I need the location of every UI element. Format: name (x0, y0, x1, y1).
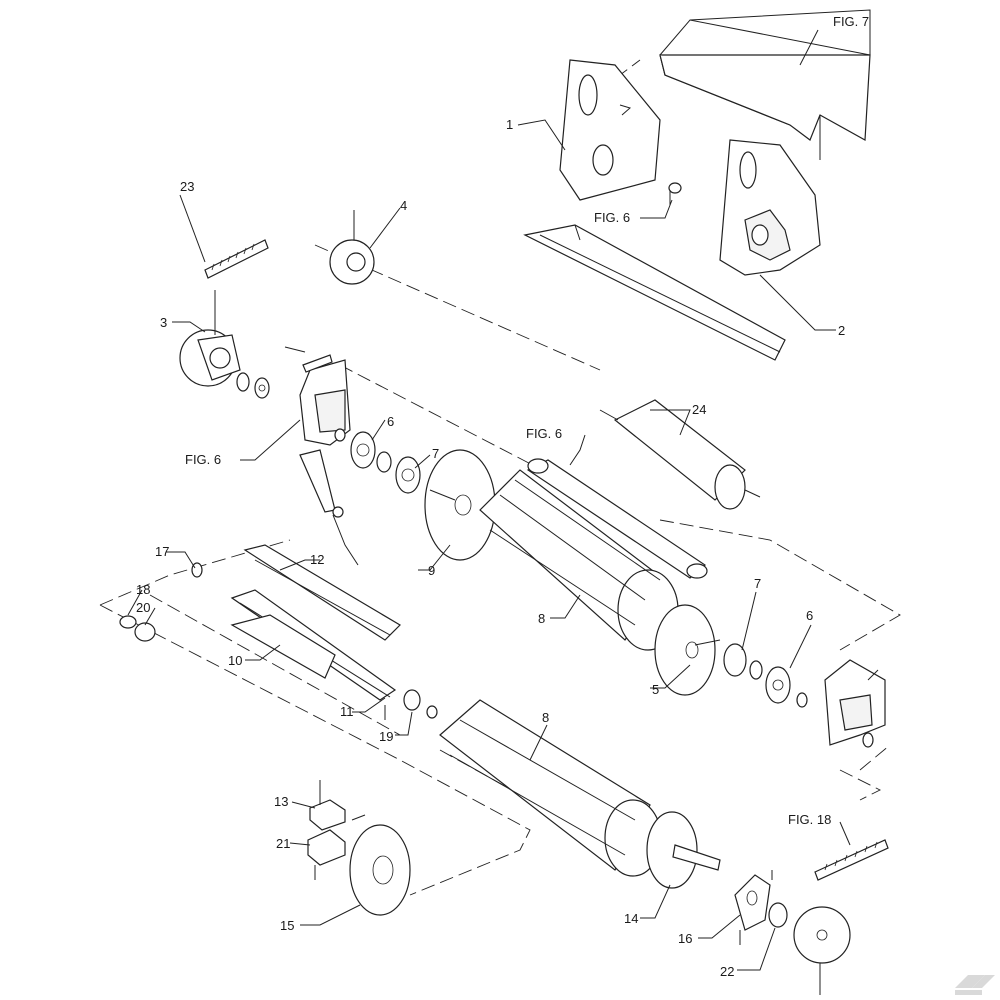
callout-part-1[interactable]: 1 (506, 117, 513, 132)
callout-part-24[interactable]: 24 (692, 402, 706, 417)
callout-part-20[interactable]: 20 (136, 600, 150, 615)
leader-lines (127, 29, 851, 971)
callout-part-23[interactable]: 23 (180, 179, 194, 194)
callout-fig-18[interactable]: FIG. 18 (788, 812, 831, 827)
end-disc-part-5 (654, 604, 721, 696)
block-parts-13-21 (307, 780, 366, 880)
side-plate-right-part-2 (668, 139, 821, 276)
end-disc-part-14 (646, 811, 721, 889)
bearing-flanges-left (350, 431, 421, 494)
callout-part-12[interactable]: 12 (310, 552, 324, 567)
callout-part-5[interactable]: 5 (652, 682, 659, 697)
sprocket-part-3 (179, 290, 270, 399)
callout-part-13[interactable]: 13 (274, 794, 288, 809)
trough-bar (523, 224, 786, 361)
callout-part-19[interactable]: 19 (379, 729, 393, 744)
callout-part-22[interactable]: 22 (720, 964, 734, 979)
callout-part-4[interactable]: 4 (400, 198, 407, 213)
callout-fig-7[interactable]: FIG. 7 (833, 14, 869, 29)
hood-assembly (659, 9, 871, 160)
callout-part-11[interactable]: 11 (340, 704, 354, 719)
callout-part-8-lower[interactable]: 8 (542, 710, 549, 725)
callout-part-16[interactable]: 16 (678, 931, 692, 946)
callout-labels: FIG. 7 1 2 3 4 23 FIG. 6 FIG. 6 FIG. 6 2… (136, 14, 869, 979)
chain-part-23 (204, 239, 269, 279)
kramp-k-logo-icon (955, 975, 995, 995)
sprocket-part-4 (329, 210, 375, 285)
callout-part-17[interactable]: 17 (155, 544, 169, 559)
callout-part-18[interactable]: 18 (136, 582, 150, 597)
fluted-drum-lower-part-8 (439, 699, 662, 877)
side-plate-left-part-1 (559, 59, 661, 201)
roller-part-24 (599, 399, 761, 510)
callout-part-2[interactable]: 2 (838, 323, 845, 338)
callout-part-15[interactable]: 15 (280, 918, 294, 933)
left-bracket-assembly (284, 346, 359, 566)
bearing-flanges-right (723, 643, 808, 708)
cross-bar-assembly (119, 544, 438, 720)
callout-fig-6-middle[interactable]: FIG. 6 (526, 426, 562, 441)
end-disc-part-9 (424, 449, 496, 561)
callout-part-7-left[interactable]: 7 (432, 446, 439, 461)
callout-part-6-right[interactable]: 6 (806, 608, 813, 623)
sprocket-lower (793, 906, 851, 995)
callout-part-3[interactable]: 3 (160, 315, 167, 330)
callout-part-10[interactable]: 10 (228, 653, 242, 668)
callout-part-7-right[interactable]: 7 (754, 576, 761, 591)
callout-part-8-upper[interactable]: 8 (538, 611, 545, 626)
pillow-bearing-part-16 (734, 870, 773, 945)
chain-fig-18 (814, 839, 889, 881)
shaft-rod-middle (526, 458, 708, 579)
callout-fig-6-top[interactable]: FIG. 6 (594, 210, 630, 225)
callout-part-21[interactable]: 21 (276, 836, 290, 851)
callout-part-9[interactable]: 9 (428, 563, 435, 578)
collar-part-22 (768, 902, 788, 928)
callout-part-6-left[interactable]: 6 (387, 414, 394, 429)
callout-fig-6-left[interactable]: FIG. 6 (185, 452, 221, 467)
callout-part-14[interactable]: 14 (624, 911, 638, 926)
flange-disc-part-15 (349, 824, 411, 916)
right-bracket-assembly (824, 659, 886, 748)
